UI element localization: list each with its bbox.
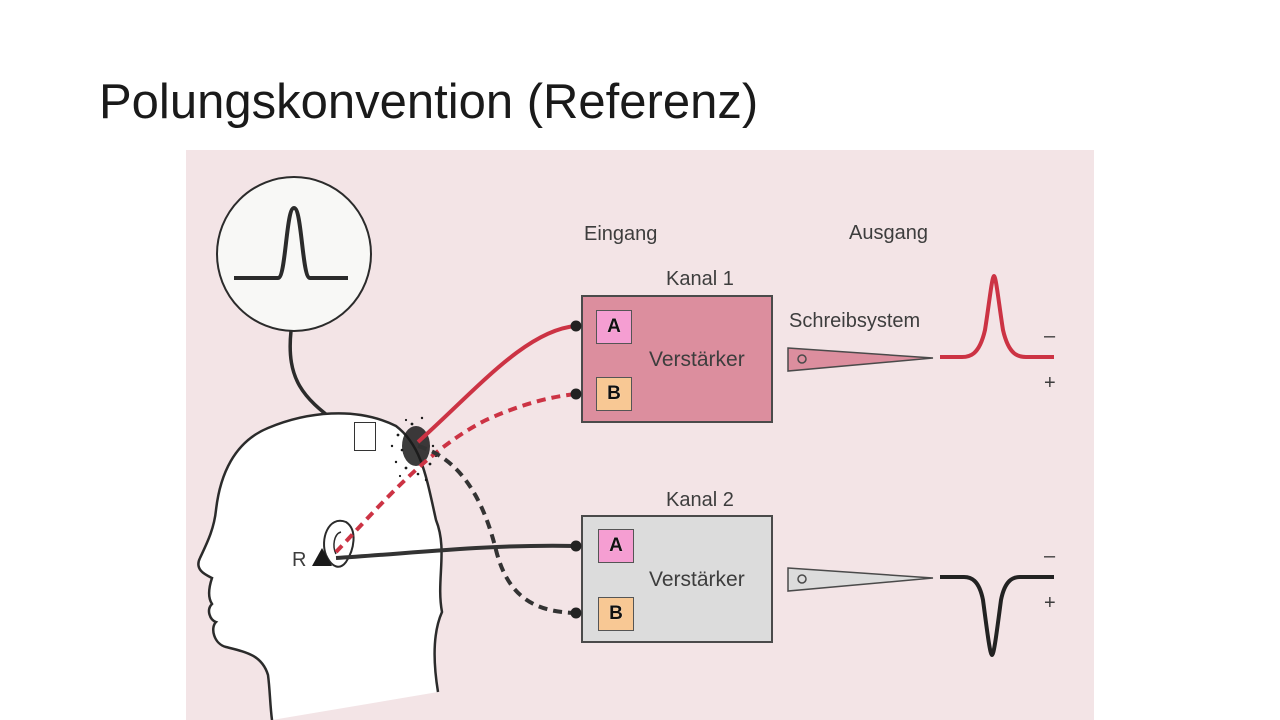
channel1-plus: + — [1044, 372, 1056, 394]
source-circle — [216, 176, 372, 332]
channel1-writer-label: Schreibsystem — [789, 310, 920, 332]
output-header: Ausgang — [849, 222, 928, 244]
wire-scalp-to-ch1-a — [416, 324, 577, 444]
ear-inner — [333, 531, 342, 555]
channel2-pen-dot — [797, 574, 807, 584]
channel1-writer-pen — [787, 347, 934, 372]
slide-title: Polungskonvention (Referenz) — [99, 75, 759, 129]
ch2-input-a-tag: A — [598, 529, 634, 563]
channel1-label: Kanal 1 — [666, 268, 734, 290]
wire-ref-to-ch1-b — [334, 392, 577, 554]
channel2-label: Kanal 2 — [666, 489, 734, 511]
ch1-input-b-tag: B — [596, 377, 632, 411]
ch1-input-a-tag: A — [596, 310, 632, 344]
channel1-minus: – — [1044, 325, 1056, 347]
ch1-a-terminal — [570, 320, 582, 332]
channel1-output-trace — [940, 273, 1054, 359]
channel2-output-trace — [940, 575, 1054, 658]
ch2-a-terminal — [570, 540, 582, 552]
head-outline — [197, 412, 444, 720]
channel2-writer-pen — [787, 567, 934, 592]
wire-ref-to-ch2-a — [335, 543, 577, 560]
scalp-marker-box — [354, 422, 376, 451]
ch2-b-terminal — [570, 607, 582, 619]
ear-outline — [323, 519, 355, 568]
channel1-pen-dot — [797, 354, 807, 364]
channel2-minus: – — [1044, 545, 1056, 567]
channel2-plus: + — [1044, 592, 1056, 614]
reference-label: R — [292, 549, 306, 571]
wire-scalp-to-ch2-b — [417, 444, 577, 615]
diagram-canvas: R Eingang Ausgang Kanal 1 Verstärker Sch… — [197, 176, 1056, 720]
reference-electrode — [312, 548, 332, 566]
channel2-amplifier-label: Verstärker — [649, 568, 745, 591]
eeg-polarity-diagram: R Eingang Ausgang Kanal 1 Verstärker Sch… — [186, 150, 1094, 720]
source-arrow — [288, 330, 338, 424]
ch1-b-terminal — [570, 388, 582, 400]
input-header: Eingang — [584, 223, 657, 245]
ch2-input-b-tag: B — [598, 597, 634, 631]
source-signal-peak — [234, 205, 348, 280]
channel1-amplifier-label: Verstärker — [649, 348, 745, 371]
